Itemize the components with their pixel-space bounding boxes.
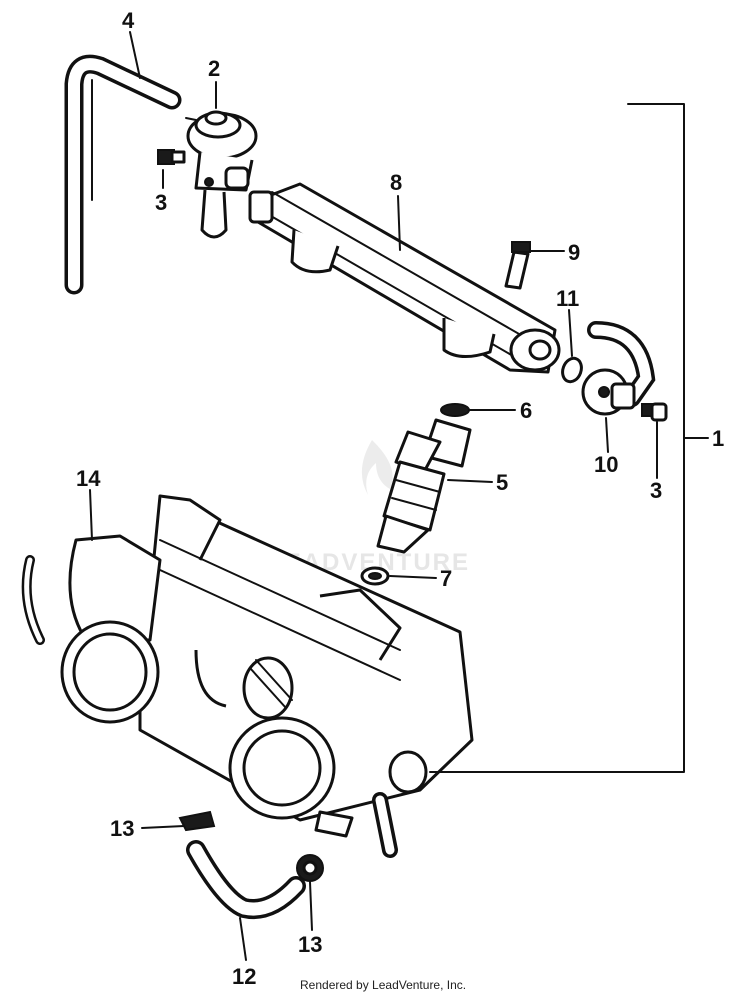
callout-14: 14 — [76, 466, 101, 491]
part-12-hose — [186, 840, 306, 919]
render-credit: Rendered by LeadVenture, Inc. — [300, 978, 467, 992]
part-13-clamp-left — [178, 810, 216, 832]
part-3-bolt-top — [157, 149, 186, 165]
callout-4: 4 — [122, 8, 135, 33]
part-6-seal-ring — [440, 403, 470, 417]
part-7-seal — [360, 566, 390, 586]
part-9-bolt — [504, 241, 531, 290]
part-2-pressure-regulator — [185, 110, 258, 239]
callout-11: 11 — [556, 286, 579, 311]
part-3-bolt-right — [641, 402, 668, 422]
callout-9: 9 — [568, 240, 580, 265]
callout-8: 8 — [390, 170, 402, 195]
part-8-fuel-rail — [248, 182, 561, 374]
part-10-joint — [581, 321, 656, 416]
part-11-o-ring — [561, 356, 583, 384]
part-5-injector — [376, 418, 472, 554]
callout-6: 6 — [520, 398, 532, 423]
callout-3-right: 3 — [650, 478, 662, 503]
watermark-flame-icon — [361, 440, 393, 495]
callout-1: 1 — [712, 426, 724, 451]
part-4-hose — [64, 54, 182, 295]
callout-labels: 1 2 3 3 3 4 5 6 7 8 9 10 11 12 13 13 14 — [76, 8, 724, 989]
callout-2: 2 — [208, 56, 220, 81]
callout-7: 7 — [440, 566, 452, 591]
callout-12: 12 — [232, 964, 256, 989]
callout-3-top: 3 — [155, 190, 167, 215]
callout-10: 10 — [594, 452, 618, 477]
part-13-clamp-right — [296, 854, 324, 882]
part-14-throttle-body — [21, 494, 474, 858]
callout-13-right: 13 — [298, 932, 322, 957]
callout-13-left: 13 — [110, 816, 134, 841]
leader-lines — [89, 31, 658, 961]
callout-5: 5 — [496, 470, 508, 495]
